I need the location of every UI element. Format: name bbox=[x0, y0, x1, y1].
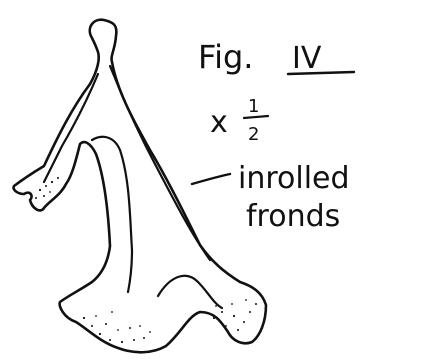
scale-denominator: 2 bbox=[248, 124, 259, 145]
annotation-line-1: inrolled bbox=[238, 161, 350, 196]
frond-inner-arch bbox=[158, 276, 222, 308]
frond-inner-midrib-right bbox=[110, 66, 210, 260]
frond-tip-lower-right-stipple bbox=[213, 299, 257, 331]
scale-prefix: x bbox=[210, 105, 228, 140]
frond-inner-midrib-left bbox=[44, 74, 98, 182]
annotation-line-2: fronds bbox=[246, 199, 340, 234]
figure-label-prefix: Fig. bbox=[198, 38, 253, 76]
frond-tip-lower-left-stipple bbox=[83, 311, 151, 343]
figure-label-numeral: IV bbox=[292, 41, 322, 76]
annotation-leader-line bbox=[192, 174, 230, 184]
scale-numerator: 1 bbox=[248, 96, 259, 117]
